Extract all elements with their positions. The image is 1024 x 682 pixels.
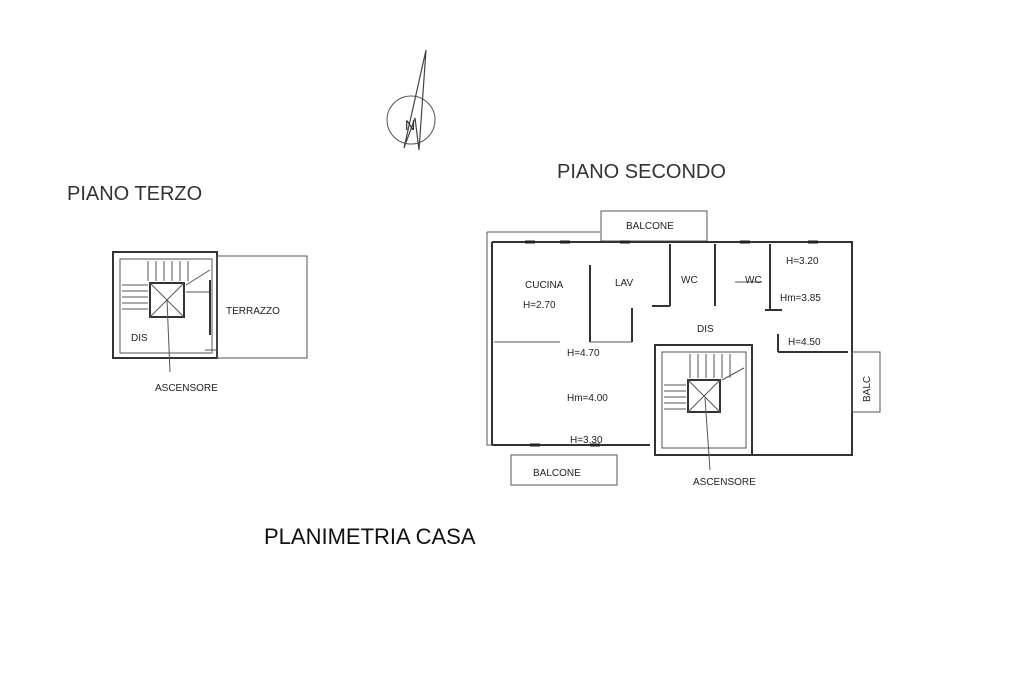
terrazzo-label: TERRAZZO xyxy=(226,306,280,317)
bottom-balcone-label: BALCONE xyxy=(533,468,581,479)
room-height-320-label: H=3.20 xyxy=(786,256,819,267)
cucina-height-label: H=2.70 xyxy=(523,300,556,311)
side-balc-label: BALC xyxy=(862,376,873,402)
third-floor-ascensore-label: ASCENSORE xyxy=(155,383,218,394)
third-floor-dis-label: DIS xyxy=(131,333,148,344)
lav-label: LAV xyxy=(615,278,633,289)
cucina-label: CUCINA xyxy=(525,280,564,291)
room-height-400-label: Hm=4.00 xyxy=(567,393,608,404)
plan-caption: PLANIMETRIA CASA xyxy=(264,524,476,549)
second-floor-title: PIANO SECONDO xyxy=(557,161,726,183)
wc-right-label: WC xyxy=(745,275,762,286)
room-height-330-label: H=3.30 xyxy=(570,435,603,446)
second-floor-dis-label: DIS xyxy=(697,324,714,335)
second-floor-ascensore-label: ASCENSORE xyxy=(693,477,756,488)
room-height-385-label: Hm=3.85 xyxy=(780,293,821,304)
third-floor-plan: DIS TERRAZZO ASCENSORE xyxy=(112,251,308,394)
room-height-470-label: H=4.70 xyxy=(567,348,600,359)
top-balcone-label: BALCONE xyxy=(626,221,674,232)
room-height-450-label: H=4.50 xyxy=(788,337,821,348)
third-floor-title: PIANO TERZO xyxy=(67,183,202,205)
compass-north-letter: N xyxy=(405,117,415,133)
wc-left-label: WC xyxy=(681,275,698,286)
north-compass-icon: N xyxy=(386,49,436,151)
second-floor-plan: BALCONE BALC BALCONE xyxy=(486,210,881,488)
